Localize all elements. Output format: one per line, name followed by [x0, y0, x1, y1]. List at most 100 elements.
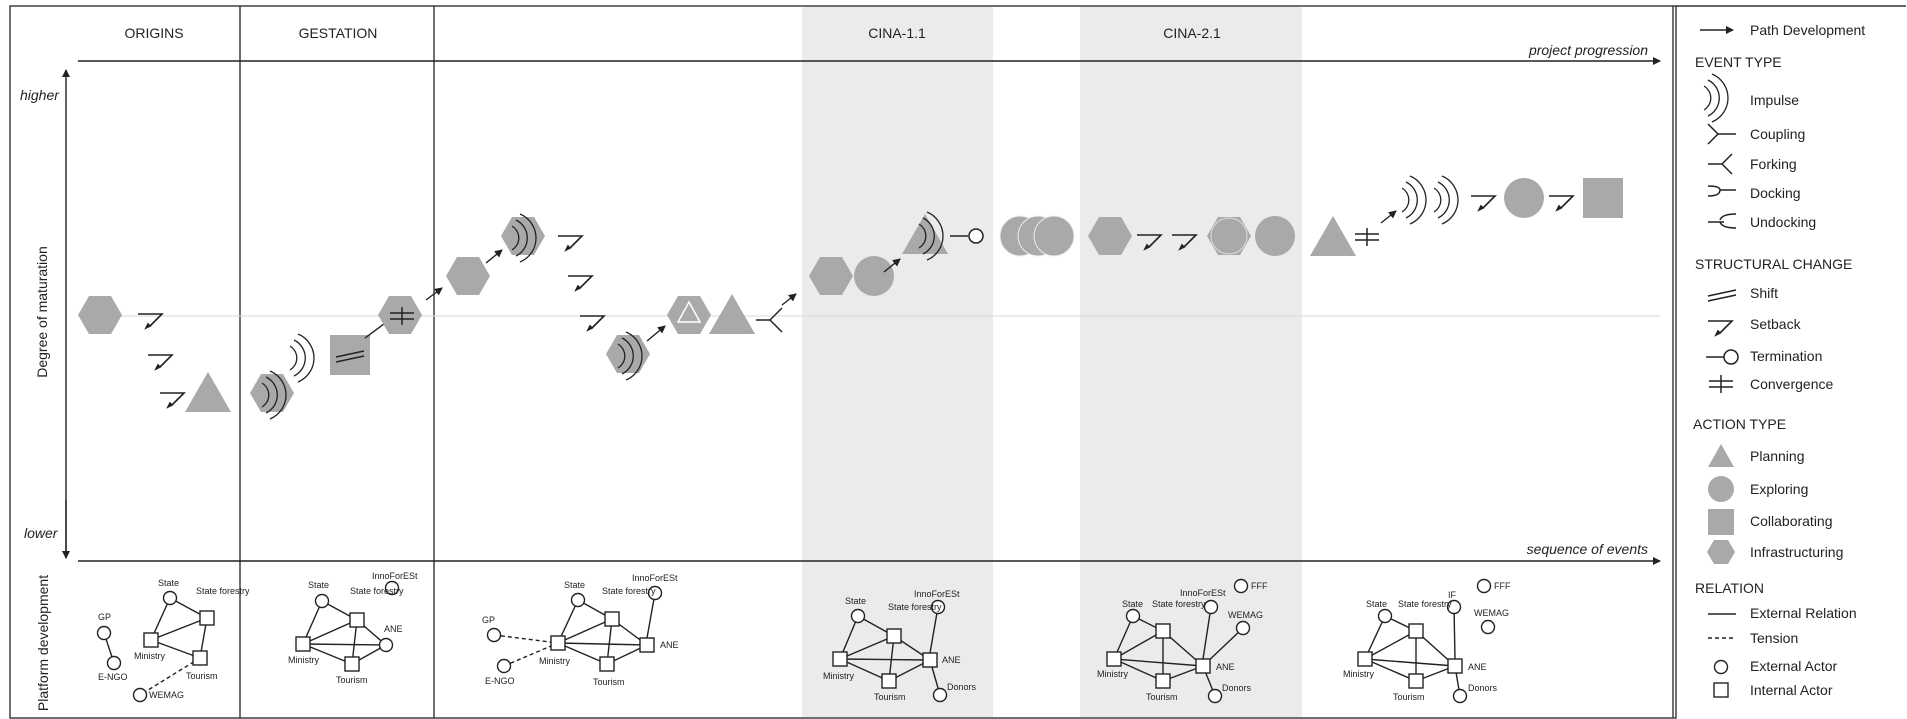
legend: Path Development EVENT TYPE Impulse Coup…: [1693, 22, 1865, 698]
infrastructuring-hexagon-icon: [1707, 540, 1735, 564]
net1-label: Ministry: [134, 651, 165, 661]
collaborating-square-icon: [1708, 509, 1734, 535]
phase-shade-cina-2-1: [1080, 7, 1302, 717]
impulse-icon: [1433, 175, 1459, 225]
net2-label: Ministry: [288, 655, 319, 665]
net2-label: ANE: [384, 624, 403, 634]
net4-label: Ministry: [823, 671, 854, 681]
infrastructuring-hexagon: [78, 296, 122, 334]
net1-label: State: [158, 578, 179, 588]
net3-label: InnoForESt: [632, 573, 678, 583]
sequence-label: sequence of events: [1527, 541, 1648, 557]
axis-higher-label: higher: [20, 87, 60, 103]
gestation-events: [250, 296, 422, 420]
legend-termination: Termination: [1750, 348, 1822, 364]
phase-header-gestation: GESTATION: [299, 25, 378, 41]
platform-axis-label: Platform development: [35, 575, 51, 711]
exploring-circle: [854, 256, 894, 296]
legend-internal-actor: Internal Actor: [1750, 682, 1833, 698]
project-progression-label: project progression: [1528, 42, 1648, 58]
net1-label: GP: [98, 612, 111, 622]
legend-structural-title: STRUCTURAL CHANGE: [1695, 256, 1852, 272]
net3-label: Tourism: [593, 677, 625, 687]
net5-label: WEMAG: [1228, 610, 1263, 620]
net1-label: Tourism: [186, 671, 218, 681]
origins-events: [78, 296, 231, 412]
docking-icon: [1707, 185, 1736, 197]
net6-label: WEMAG: [1474, 608, 1509, 618]
planning-triangle: [185, 372, 231, 412]
planning-triangle: [1310, 216, 1356, 256]
planning-triangle-icon: [1708, 444, 1734, 467]
net1-label: E-NGO: [98, 672, 128, 682]
infrastructuring-hexagon: [378, 296, 422, 334]
axis-lower-label: lower: [24, 525, 59, 541]
net5-label: State forestry: [1152, 599, 1206, 609]
convergence-icon: [1708, 374, 1734, 394]
termination-icon: [968, 228, 984, 244]
exploring-circle-icon: [1708, 476, 1734, 502]
network-labels: GP E-NGO State State forestry Ministry T…: [98, 571, 1511, 702]
termination-icon: [1723, 349, 1739, 365]
setback-icon: [557, 235, 583, 251]
collaborating-square: [330, 335, 370, 375]
undocking-icon: [1708, 213, 1737, 229]
net3-label: ANE: [660, 640, 679, 650]
final-events: [1380, 175, 1623, 225]
net6-label: State forestry: [1398, 599, 1452, 609]
collaborating-square: [1583, 178, 1623, 218]
legend-impulse: Impulse: [1750, 92, 1799, 108]
planning-triangle: [709, 294, 755, 334]
setback-icon: [147, 354, 173, 370]
convergence-icon: [1354, 227, 1380, 247]
legend-path-development: Path Development: [1750, 22, 1865, 38]
net6-label: Ministry: [1343, 669, 1374, 679]
phase-header-cina-2-1: CINA-2.1: [1163, 25, 1221, 41]
setback-icon: [159, 392, 185, 408]
exploring-circle: [1033, 215, 1075, 257]
exploring-circle: [1504, 178, 1544, 218]
y-axis-label: Degree of maturation: [34, 246, 50, 378]
forking-icon: [756, 307, 783, 333]
legend-external-actor: External Actor: [1750, 658, 1837, 674]
impulse-icon: [1703, 73, 1729, 123]
path-arrow: [485, 249, 503, 264]
impulse-icon: [1401, 175, 1427, 225]
net2-label: Tourism: [336, 675, 368, 685]
legend-forking: Forking: [1750, 156, 1797, 172]
net2-label: InnoForESt: [372, 571, 418, 581]
net3-label: State forestry: [602, 586, 656, 596]
net3-label: Ministry: [539, 656, 570, 666]
setback-icon: [579, 315, 605, 331]
middle-events: [425, 213, 797, 381]
net6-label: IF: [1448, 590, 1457, 600]
cina-2-1-events: [1088, 216, 1380, 256]
forking-icon: [1708, 153, 1733, 175]
coupling-icon: [1707, 123, 1736, 145]
net5-label: InnoForESt: [1180, 588, 1226, 598]
path-arrow: [425, 287, 443, 301]
legend-infrastructuring: Infrastructuring: [1750, 544, 1843, 560]
net5-label: Donors: [1222, 683, 1252, 693]
net4-label: ANE: [942, 655, 961, 665]
legend-external-relation: External Relation: [1750, 605, 1857, 621]
setback-icon: [1548, 195, 1574, 211]
legend-setback: Setback: [1750, 316, 1802, 332]
path-arrow: [646, 325, 666, 342]
setback-icon: [567, 275, 593, 291]
net6-label: State: [1366, 599, 1387, 609]
net5-label: Ministry: [1097, 669, 1128, 679]
net4-label: Donors: [947, 682, 977, 692]
infrastructuring-hexagon: [446, 257, 490, 295]
net6-label: Tourism: [1393, 692, 1425, 702]
net4-label: State: [845, 596, 866, 606]
cina-1-1-events: [809, 211, 1075, 296]
legend-coupling: Coupling: [1750, 126, 1805, 142]
phase-shade-cina-1-1: [802, 7, 993, 717]
net4-label: Tourism: [874, 692, 906, 702]
phase-header-origins: ORIGINS: [124, 25, 183, 41]
legend-docking: Docking: [1750, 185, 1801, 201]
legend-tension: Tension: [1750, 630, 1798, 646]
net3-label: State: [564, 580, 585, 590]
